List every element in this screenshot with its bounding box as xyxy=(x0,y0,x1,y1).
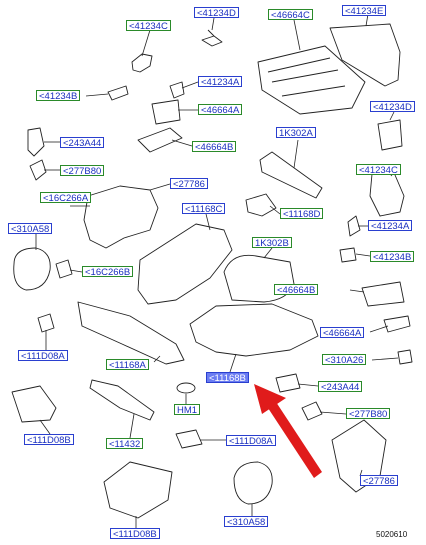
part-11168C-console xyxy=(137,223,233,305)
leader-l33 xyxy=(129,413,135,439)
leader-l29 xyxy=(297,383,319,387)
leader-l2 xyxy=(211,17,215,31)
label-l33[interactable]: <11432 xyxy=(106,438,144,450)
part-1K302A-rail xyxy=(259,151,323,199)
part-41234B-clip xyxy=(107,85,129,101)
leader-l6 xyxy=(85,93,109,97)
leader-l16 xyxy=(205,213,211,231)
leader-l1 xyxy=(141,29,151,57)
leader-l4 xyxy=(365,13,369,27)
part-310A58-bottom xyxy=(233,461,273,505)
label-l23[interactable]: <46664B xyxy=(274,284,319,296)
part-27786-trim xyxy=(83,185,159,249)
label-l14[interactable]: <27786 xyxy=(170,178,208,190)
leader-l20 xyxy=(263,247,273,259)
leader-l3 xyxy=(293,19,301,51)
part-41234B-small xyxy=(339,247,357,263)
label-l34[interactable]: <111D08A xyxy=(226,435,276,447)
leader-l10 xyxy=(171,139,193,147)
part-46664A-strip xyxy=(383,315,411,333)
part-111D08A-bracket2 xyxy=(175,429,203,449)
part-46664C-shelf xyxy=(257,45,366,115)
part-46664B-pad xyxy=(137,127,183,153)
part-16C266B-block xyxy=(55,259,73,279)
label-l32[interactable]: <111D08B xyxy=(24,434,74,446)
label-l37[interactable]: <111D08B xyxy=(110,528,160,540)
leader-l26 xyxy=(153,355,161,363)
leader-l32 xyxy=(39,419,51,435)
highlight-arrow xyxy=(254,384,322,478)
label-l21[interactable]: <41234B xyxy=(370,251,415,263)
leader-l23 xyxy=(349,289,365,293)
label-l25[interactable]: <111D08A xyxy=(18,350,68,362)
part-46664A-plate xyxy=(151,99,181,125)
label-l11[interactable]: 1K302A xyxy=(276,127,316,139)
label-l12[interactable]: <277B80 xyxy=(60,165,105,177)
label-l17[interactable]: <11168D xyxy=(280,208,324,220)
leader-l17 xyxy=(269,205,281,215)
part-HM1-grommet xyxy=(176,382,196,394)
leader-l14 xyxy=(149,183,171,191)
label-l10[interactable]: <46664B xyxy=(192,141,237,153)
part-111D08B-box xyxy=(11,385,57,423)
label-l1[interactable]: <41234C xyxy=(126,20,171,32)
part-11168B-floor xyxy=(189,303,319,357)
label-l16[interactable]: <11168C xyxy=(182,203,226,215)
label-l30[interactable]: <277B80 xyxy=(346,408,391,420)
label-l4[interactable]: <41234E xyxy=(342,5,387,17)
label-l26[interactable]: <11168A xyxy=(106,359,149,371)
label-l19[interactable]: <41234A xyxy=(368,220,413,232)
part-41234A-small xyxy=(347,215,361,237)
leader-l8 xyxy=(389,111,395,121)
label-l28-highlighted[interactable]: <11168B xyxy=(206,372,249,384)
label-l7[interactable]: <46664A xyxy=(198,104,243,116)
leader-l27 xyxy=(371,357,399,361)
leader-l22 xyxy=(69,269,83,273)
label-l24[interactable]: <46664A xyxy=(320,327,365,339)
label-l35[interactable]: <27786 xyxy=(360,475,398,487)
part-11432-strip xyxy=(89,379,155,421)
part-310A26-pad xyxy=(397,349,413,365)
leader-l5 xyxy=(181,81,199,89)
part-277B80-clip2 xyxy=(301,401,323,421)
diagram-code: 5020610 xyxy=(376,530,408,539)
label-l22[interactable]: <16C266B xyxy=(82,266,134,278)
part-243A44-bracket xyxy=(27,127,45,157)
part-111D08B-mat xyxy=(103,461,173,519)
label-l27[interactable]: <310A26 xyxy=(322,354,367,366)
part-41234E-panel xyxy=(329,23,401,87)
label-l3[interactable]: <46664C xyxy=(268,9,313,21)
label-l20[interactable]: 1K302B xyxy=(252,237,292,249)
leader-l28 xyxy=(229,353,237,373)
part-243A44-small xyxy=(275,373,301,393)
label-l8[interactable]: <41234D xyxy=(370,101,415,113)
label-l2[interactable]: <41234D xyxy=(194,7,239,19)
leader-l24 xyxy=(369,325,389,333)
label-l31[interactable]: HM1 xyxy=(174,404,201,416)
part-41234D-clip xyxy=(201,29,223,47)
part-277B80-clip xyxy=(29,159,47,181)
label-l5[interactable]: <41234A xyxy=(198,76,243,88)
label-l18[interactable]: <310A58 xyxy=(8,223,53,235)
part-111D08A-bracket xyxy=(37,313,55,333)
label-l9[interactable]: <243A44 xyxy=(60,137,105,149)
label-l13[interactable]: <41234C xyxy=(356,164,401,176)
leader-l30 xyxy=(319,411,347,415)
part-41234A-clip xyxy=(169,81,185,99)
part-46664B-rightpad xyxy=(361,281,405,307)
part-310A58-pad xyxy=(13,247,51,291)
label-l29[interactable]: <243A44 xyxy=(318,381,363,393)
leader-l11 xyxy=(293,139,299,169)
label-l36[interactable]: <310A58 xyxy=(224,516,269,528)
part-41234C-clip xyxy=(131,53,153,73)
part-41234D-bracket xyxy=(377,119,403,151)
leader-l21 xyxy=(355,253,371,257)
part-11168A-floor xyxy=(77,301,185,365)
part-11168D-bracket xyxy=(245,193,277,217)
label-l15[interactable]: <16C266A xyxy=(40,192,92,204)
label-l6[interactable]: <41234B xyxy=(36,90,81,102)
